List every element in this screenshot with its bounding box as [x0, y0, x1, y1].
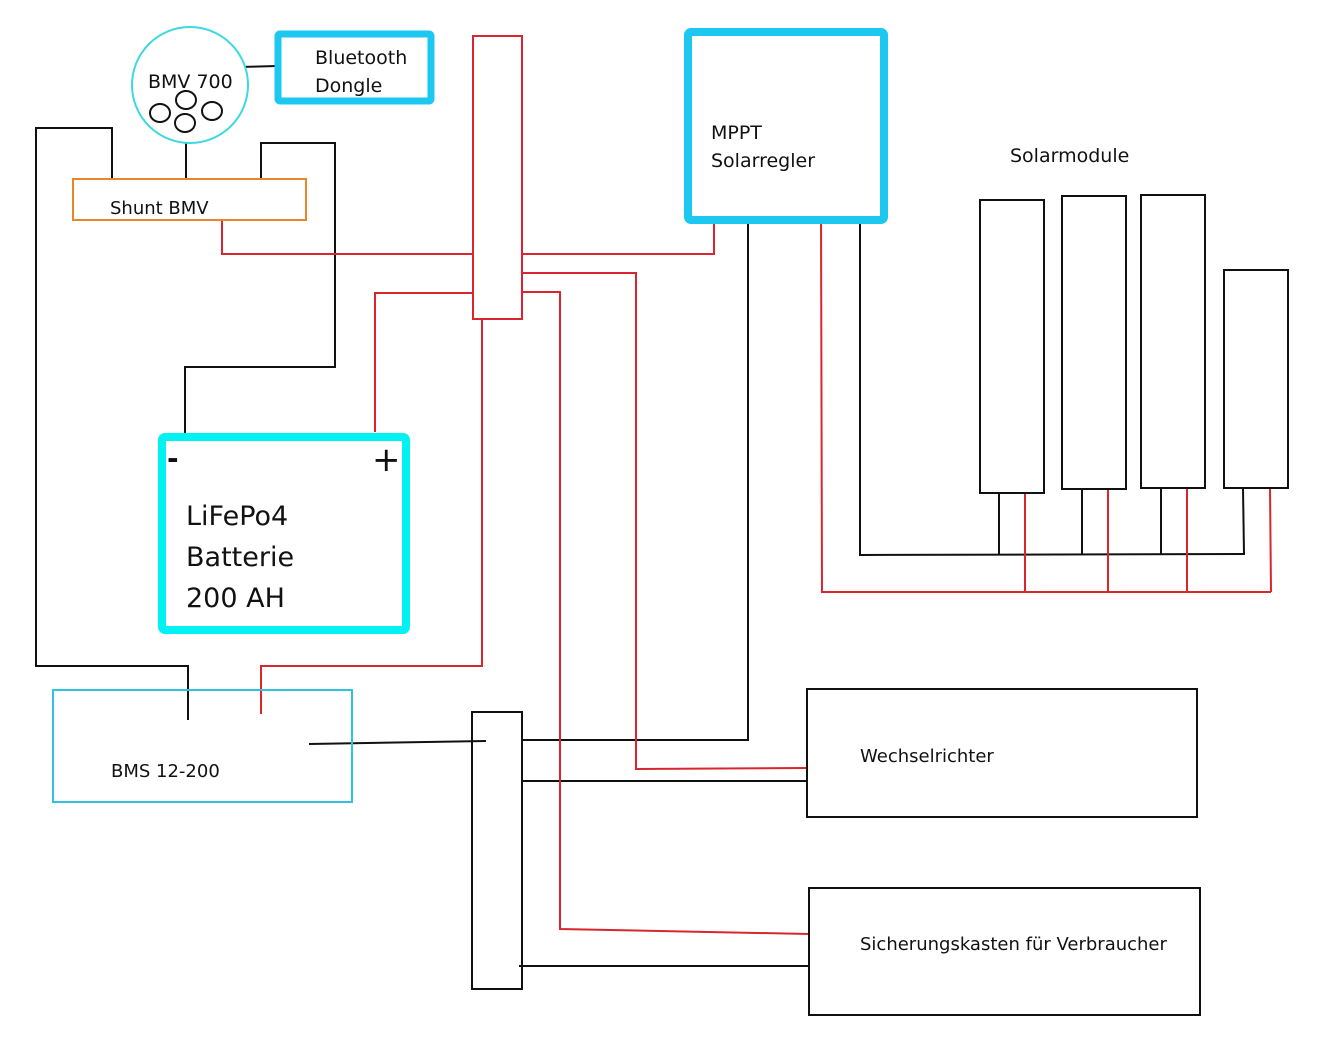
wire-bus-mppt-negative — [522, 216, 749, 741]
solar-modules: Solarmodule — [979, 145, 1289, 494]
wire-mppt-solar-positive — [820, 215, 1271, 593]
consumer-fusebox: Sicherungskasten für Verbraucher — [808, 887, 1201, 1016]
wire-mppt-solar-negative — [859, 216, 1246, 557]
bmv-button-left[interactable] — [149, 103, 171, 123]
solar-module-4 — [1223, 269, 1289, 489]
solar-module-3 — [1140, 194, 1206, 489]
solar-module-1 — [979, 199, 1045, 494]
positive-wires — [221, 215, 1272, 935]
bluetooth-label-line1: Bluetooth — [315, 47, 407, 69]
bmv-button-right[interactable] — [201, 101, 223, 121]
bluetooth-dongle: Bluetooth Dongle — [274, 30, 435, 105]
bms-label: BMS 12-200 — [111, 761, 220, 782]
solar-module-2 — [1061, 195, 1127, 490]
shunt-label: Shunt BMV — [110, 198, 209, 219]
battery-box — [158, 433, 410, 634]
bmv-700-monitor: BMV 700 — [131, 26, 249, 144]
mppt-box — [684, 28, 888, 224]
battery-label-line1: LiFePo4 — [186, 501, 288, 532]
bmv-label: BMV 700 — [148, 71, 233, 93]
mppt-label-line2: Solarregler — [711, 150, 815, 172]
bluetooth-box — [274, 30, 435, 105]
fusebox-box — [808, 887, 1201, 1016]
bmv-circle — [131, 26, 249, 144]
bmv-button-top[interactable] — [175, 90, 197, 110]
shunt-bmv: Shunt BMV — [72, 178, 307, 221]
battery-label-line2: Batterie — [186, 542, 294, 573]
wire-bus-mppt-positive — [522, 216, 715, 255]
wire-module4-negative — [1242, 487, 1245, 555]
wire-battery-positive-bus — [374, 292, 473, 432]
solar-label: Solarmodule — [1010, 145, 1129, 167]
bms-12-200: BMS 12-200 — [52, 689, 353, 803]
fusebox-label: Sicherungskasten für Verbraucher — [860, 934, 1168, 955]
wire-module4-positive — [1269, 486, 1272, 593]
shunt-box — [72, 178, 307, 221]
wire-bus-inverter-positive — [522, 272, 807, 771]
bmv-button-bottom[interactable] — [174, 113, 196, 133]
inverter-label: Wechselrichter — [860, 746, 994, 767]
negative-busbar — [471, 711, 523, 990]
battery-plus-terminal: + — [372, 440, 401, 480]
wire-shunt-positive-bus — [221, 220, 473, 255]
mppt-solar-controller: MPPT Solarregler — [684, 28, 888, 224]
inverter: Wechselrichter — [806, 688, 1198, 818]
mppt-label-line1: MPPT — [711, 122, 762, 144]
bluetooth-label-line2: Dongle — [315, 75, 382, 97]
bms-box — [52, 689, 353, 803]
lifepo4-battery: - + LiFePo4 Batterie 200 AH — [158, 433, 410, 634]
battery-minus-terminal: - — [167, 442, 179, 475]
negative-wires — [35, 65, 1246, 967]
wire-bus-bms-positive — [260, 319, 483, 714]
battery-label-line3: 200 AH — [186, 583, 285, 614]
positive-busbar — [472, 35, 523, 320]
wire-shunt-battery-negative — [184, 142, 336, 437]
inverter-box — [806, 688, 1198, 818]
wire-bms-negative-bus — [308, 740, 487, 745]
wire-shunt-bms-negative — [35, 127, 189, 720]
bmv-buttons-icon — [149, 90, 223, 133]
wire-bus-fusebox-positive — [522, 291, 810, 935]
